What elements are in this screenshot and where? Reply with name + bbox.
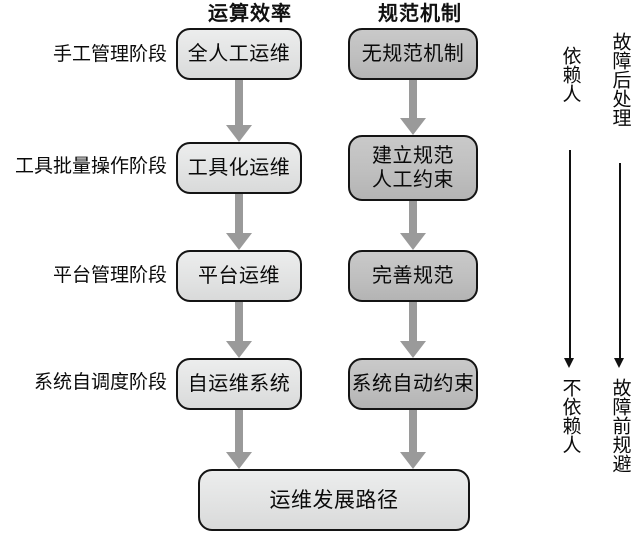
axis-dependency-bottom-text: 不依赖人 (559, 378, 581, 454)
axis-dependency-line (569, 150, 571, 360)
column-header-right: 规范机制 (378, 3, 462, 25)
stage-label-self-scheduling: 系统自调度阶段 (33, 372, 167, 393)
axis-dependency-top-label: 依赖人 (553, 46, 587, 126)
axis-fault-arrowhead (614, 358, 624, 368)
axis-fault-bottom-text: 故障前规避 (609, 378, 631, 473)
arrow-right-to-summary (400, 410, 426, 469)
arrow-right-1 (400, 80, 426, 135)
node-left-tool-based-ops[interactable]: 工具化运维 (176, 142, 302, 194)
axis-dependency-top-text: 依赖人 (559, 46, 581, 103)
stage-label-platform: 平台管理阶段 (52, 265, 167, 286)
arrow-right-3 (400, 302, 426, 358)
axis-fault-line (619, 163, 621, 360)
node-right-system-auto-constraint[interactable]: 系统自动约束 (348, 358, 478, 410)
arrow-left-3 (226, 302, 252, 358)
node-left-all-manual-ops[interactable]: 全人工运维 (176, 28, 302, 80)
arrow-left-1 (226, 80, 252, 142)
node-left-self-ops-system[interactable]: 自运维系统 (176, 358, 302, 410)
arrow-right-2 (400, 201, 426, 250)
node-left-platform-ops[interactable]: 平台运维 (176, 250, 302, 302)
arrow-left-to-summary (226, 410, 252, 469)
axis-fault-bottom-label: 故障前规避 (603, 378, 637, 513)
node-right-no-standard-mechanism[interactable]: 无规范机制 (348, 28, 478, 80)
axis-fault-top-label: 故障后处理 (603, 32, 637, 157)
column-header-left: 运算效率 (208, 3, 292, 25)
stage-label-tooling: 工具批量操作阶段 (14, 156, 167, 177)
node-right-establish-standards-manual-constraint[interactable]: 建立规范 人工约束 (348, 135, 478, 201)
axis-dependency-arrowhead (564, 358, 574, 368)
node-summary-ops-development-path[interactable]: 运维发展路径 (198, 469, 470, 531)
arrow-left-2 (226, 194, 252, 250)
node-right-refine-standards[interactable]: 完善规范 (348, 250, 478, 302)
axis-fault-top-text: 故障后处理 (609, 32, 631, 127)
axis-dependency-bottom-label: 不依赖人 (553, 378, 587, 488)
stage-label-manual: 手工管理阶段 (52, 44, 167, 65)
